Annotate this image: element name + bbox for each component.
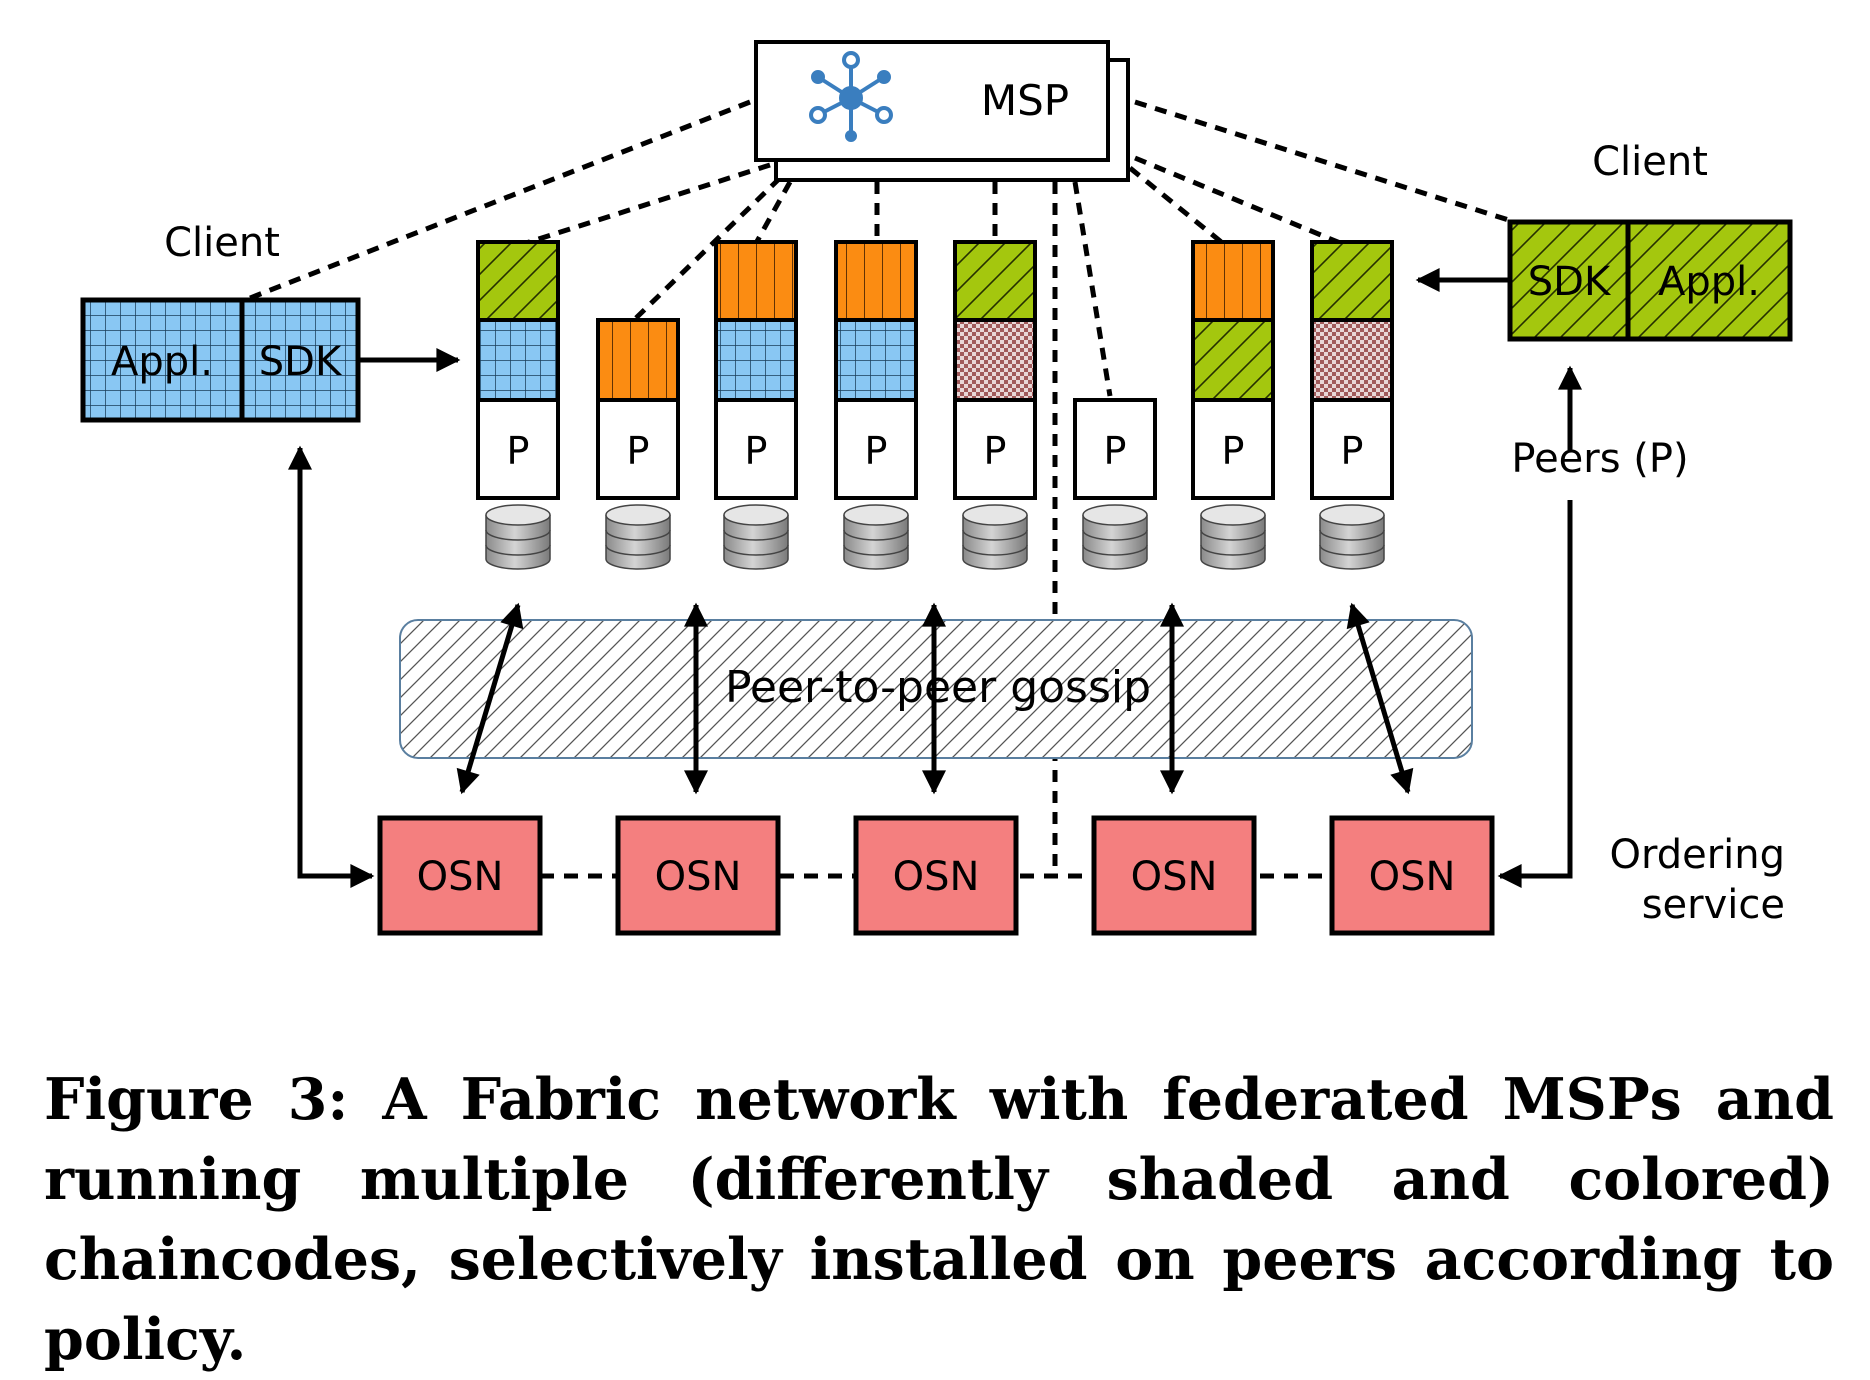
- fabric-network-diagram: MSP Client Appl. SDK Client SDK Appl. P …: [80, 40, 1793, 936]
- osn-label: OSN: [1369, 854, 1456, 900]
- peer-label: P: [745, 429, 768, 473]
- client-left-appl: Appl.: [111, 339, 213, 385]
- database-icon: [485, 504, 551, 570]
- database-icon: [1082, 504, 1148, 570]
- osn-node-2: OSN: [615, 815, 781, 936]
- peer-label: P: [1104, 429, 1127, 473]
- client-left-sdk: SDK: [259, 339, 343, 385]
- peer-label: P: [865, 429, 888, 473]
- osn-node-1: OSN: [377, 815, 543, 936]
- peer-label: P: [1341, 429, 1364, 473]
- database-icon: [605, 504, 671, 570]
- gossip-label: Peer-to-peer gossip: [725, 662, 1151, 713]
- peers-caption: Peers (P): [1511, 436, 1688, 482]
- figure-caption: Figure 3: A Fabric network with federate…: [44, 1066, 1834, 1373]
- ordering-service-label-line1: Ordering: [1609, 832, 1785, 878]
- peer-label: P: [1222, 429, 1245, 473]
- peer-label: P: [627, 429, 650, 473]
- client-left: Appl. SDK: [80, 297, 361, 423]
- client-left-title: Client: [164, 220, 280, 266]
- osn-node-5: OSN: [1329, 815, 1495, 936]
- client-to-osn-arrow: [1497, 500, 1573, 888]
- network-hub-icon: [809, 51, 893, 142]
- peer-3: P: [714, 240, 798, 500]
- peer-osn-arrows: [456, 602, 1414, 795]
- msp-label: MSP: [981, 76, 1069, 125]
- database-icon: [962, 504, 1028, 570]
- client-right: SDK Appl.: [1507, 219, 1793, 342]
- database-icon: [723, 504, 789, 570]
- peer-label: P: [984, 429, 1007, 473]
- osn-label: OSN: [655, 854, 742, 900]
- database-icon: [1200, 504, 1266, 570]
- ledger-database-icons: [485, 504, 1385, 570]
- osn-label: OSN: [1131, 854, 1218, 900]
- ordering-service-label-line2: service: [1642, 882, 1785, 928]
- peer-7: P: [1191, 240, 1275, 500]
- msp-box: MSP: [754, 40, 1130, 182]
- client-right-sdk: SDK: [1528, 259, 1612, 305]
- peer-6: P: [1073, 398, 1157, 500]
- osn-node-3: OSN: [853, 815, 1019, 936]
- peer-8: P: [1310, 240, 1394, 500]
- peer-1: P: [476, 240, 560, 500]
- client-right-title: Client: [1592, 139, 1708, 185]
- database-icon: [1319, 504, 1385, 570]
- peer-2: P: [596, 318, 680, 500]
- database-icon: [843, 504, 909, 570]
- osn-label: OSN: [893, 854, 980, 900]
- peer-5: P: [953, 240, 1037, 500]
- client-to-osn-arrow: [288, 445, 375, 888]
- osn-label: OSN: [417, 854, 504, 900]
- client-right-appl: Appl.: [1658, 259, 1760, 305]
- osn-node-4: OSN: [1091, 815, 1257, 936]
- peer-label: P: [507, 429, 530, 473]
- peer-4: P: [834, 240, 918, 500]
